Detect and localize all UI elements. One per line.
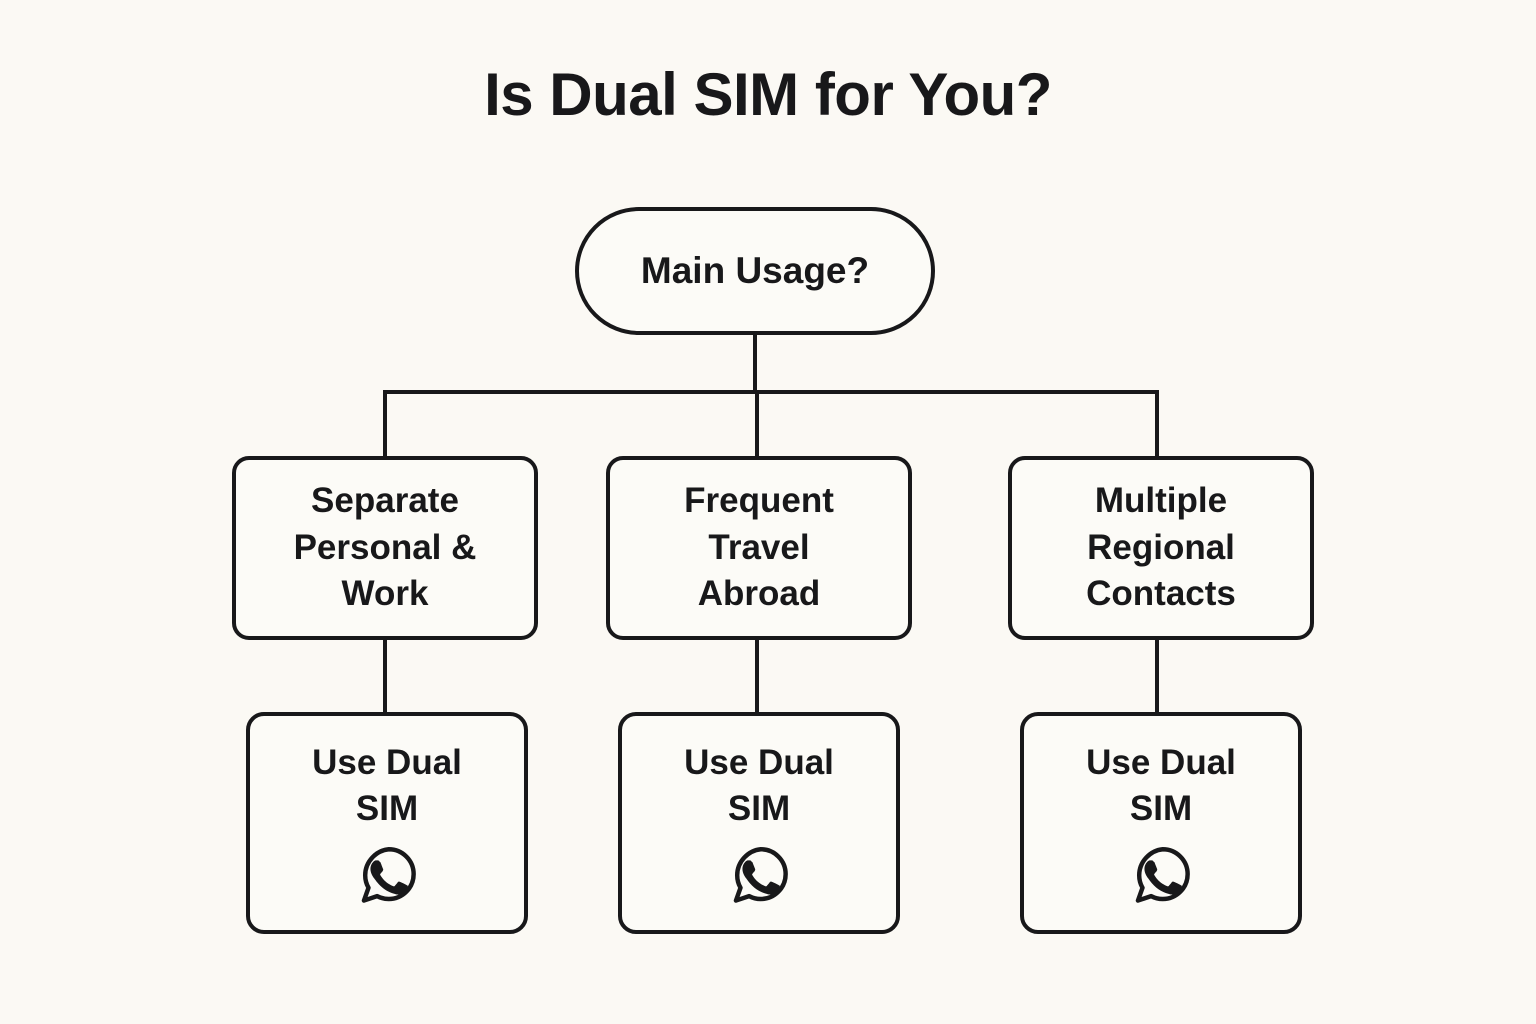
node-separate-personal-work-label: Separate Personal & Work [293, 481, 477, 614]
node-main-usage-label: Main Usage? [640, 249, 870, 291]
whatsapp-icon [356, 844, 418, 906]
whatsapp-icon [728, 844, 790, 906]
node-use-dual-sim-1[interactable]: Use Dual SIM [246, 712, 528, 934]
node-use-dual-sim-2[interactable]: Use Dual SIM [618, 712, 900, 934]
node-multiple-regional-contacts[interactable]: Multiple Regional Contacts [1008, 456, 1314, 640]
node-frequent-travel-abroad-label: Frequent Travel Abroad [684, 481, 834, 614]
node-use-dual-sim-2-label: Use Dual SIM [684, 742, 834, 828]
node-separate-personal-work[interactable]: Separate Personal & Work [232, 456, 538, 640]
node-frequent-travel-abroad[interactable]: Frequent Travel Abroad [606, 456, 912, 640]
node-main-usage[interactable]: Main Usage? [575, 207, 935, 335]
node-multiple-regional-contacts-label: Multiple Regional Contacts [1086, 481, 1236, 614]
whatsapp-icon [1130, 844, 1192, 906]
node-use-dual-sim-1-label: Use Dual SIM [312, 742, 462, 828]
node-use-dual-sim-3-label: Use Dual SIM [1086, 742, 1236, 828]
page-title: Is Dual SIM for You? [484, 61, 1052, 128]
node-use-dual-sim-3[interactable]: Use Dual SIM [1020, 712, 1302, 934]
